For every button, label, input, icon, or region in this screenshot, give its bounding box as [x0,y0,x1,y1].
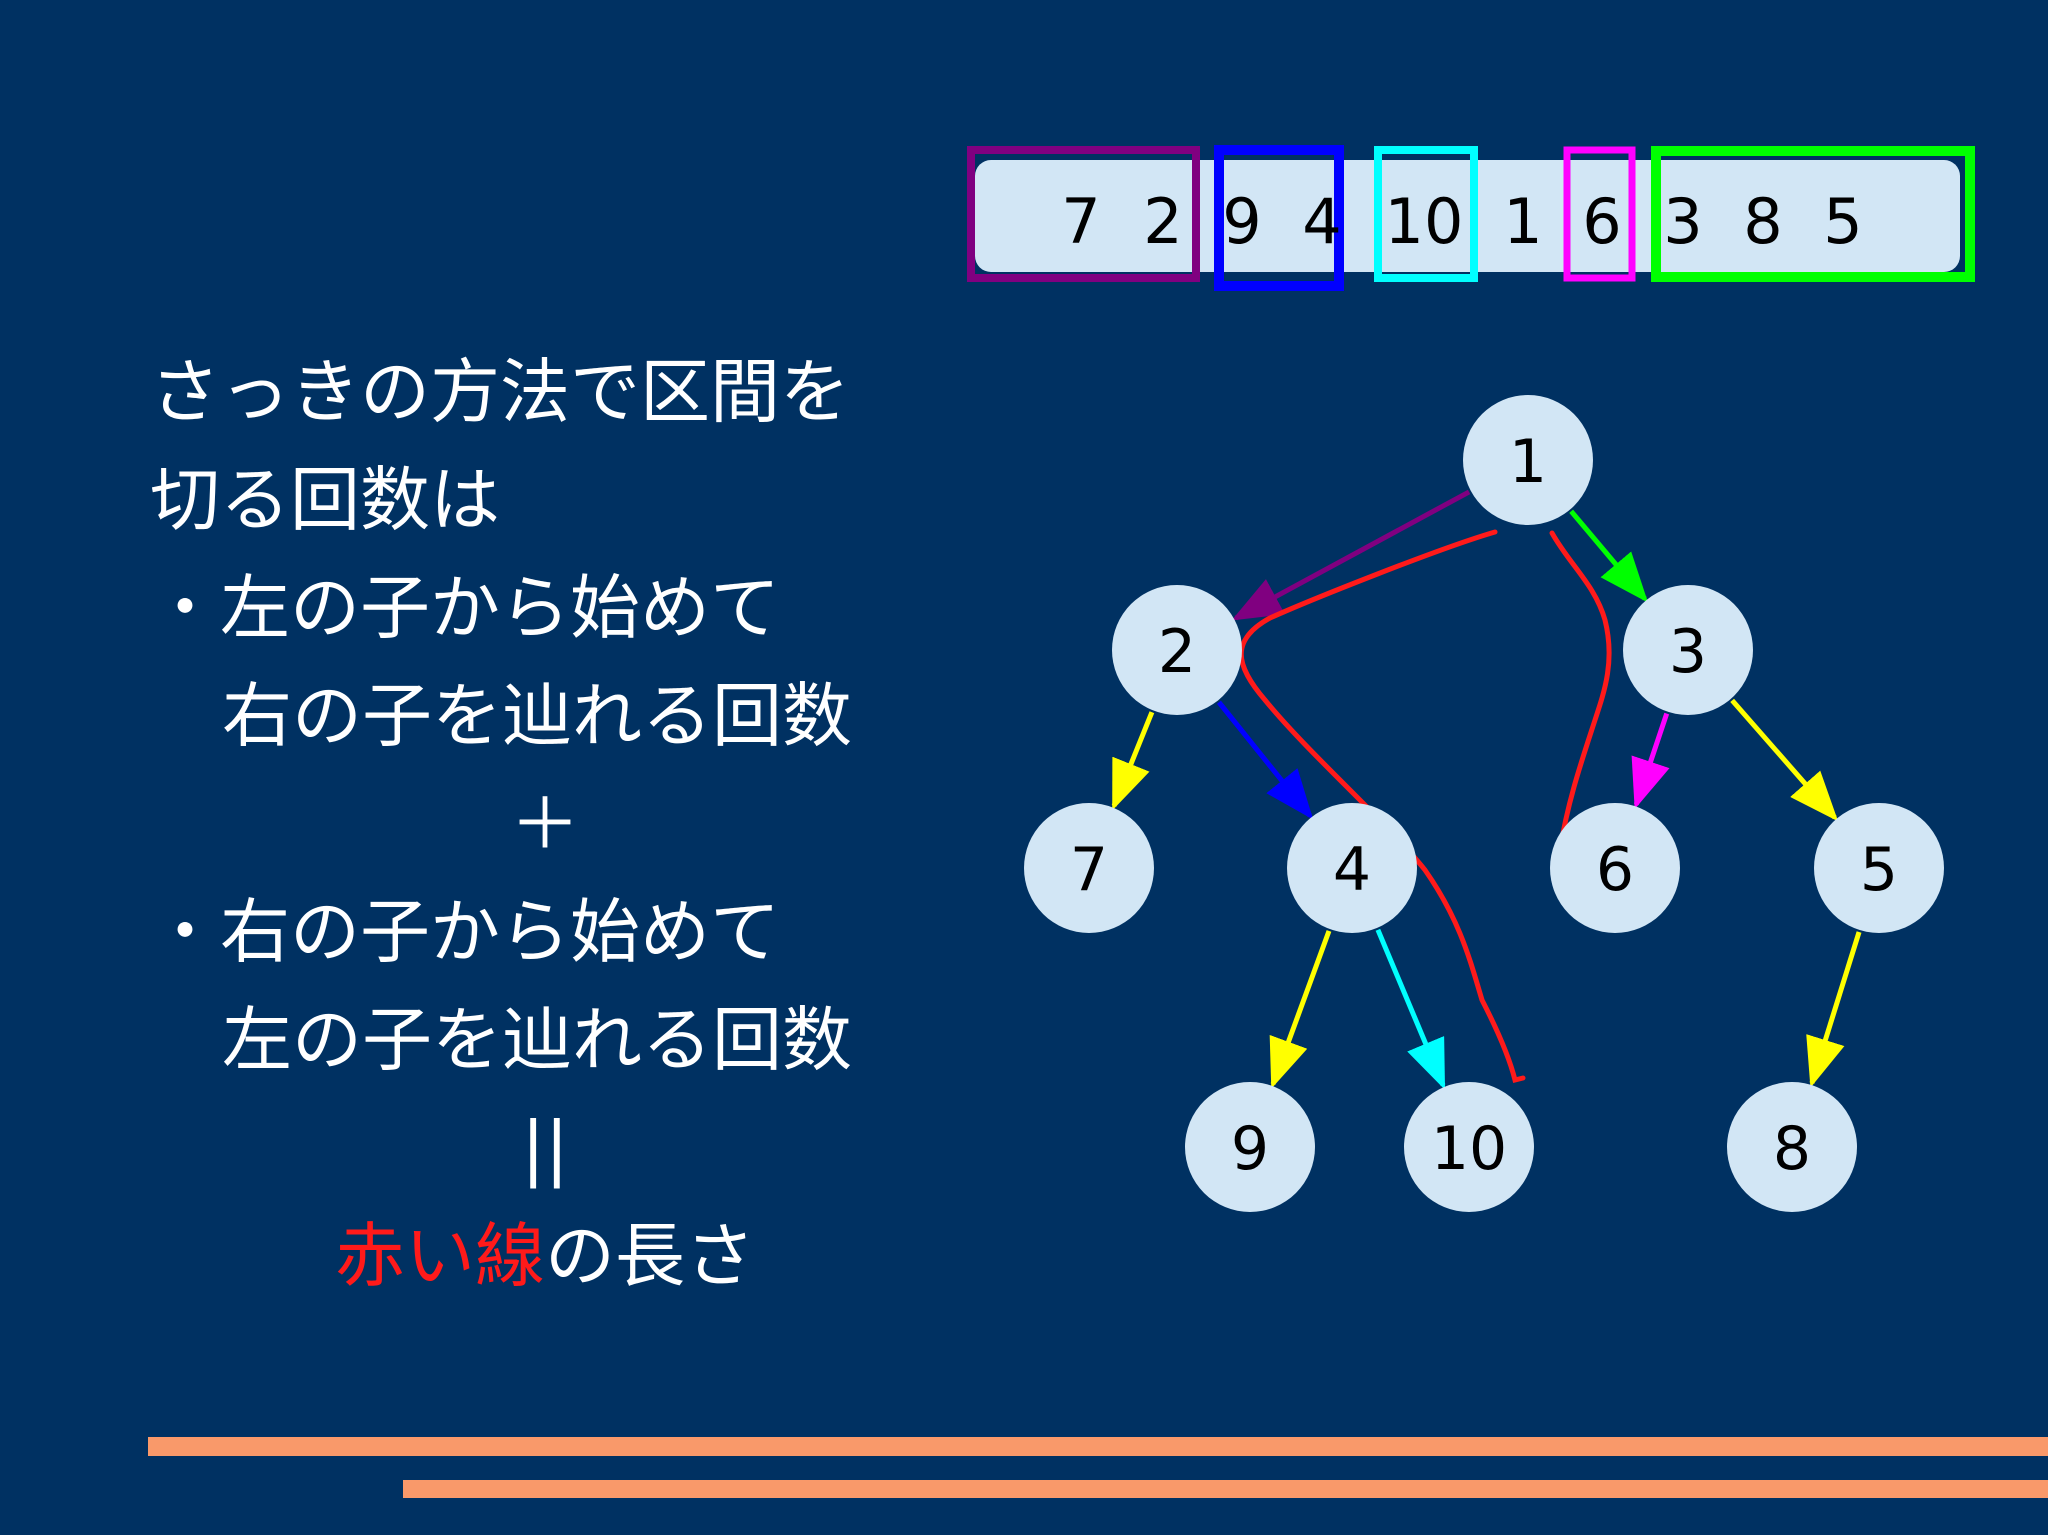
tree-edge-2-7 [1111,711,1155,811]
array-cell: 2 [1143,185,1182,258]
node-circle [1185,1082,1315,1212]
array-cell: 1 [1503,185,1542,258]
tree-edge-1-2 [1231,489,1471,621]
group-box-magenta [1563,146,1636,282]
tree-edge-4-10 [1375,928,1446,1090]
text-line: 切る回数は [150,459,500,541]
array-background [975,160,1960,272]
node-circle [1814,803,1944,933]
node-label: 3 [1669,617,1707,687]
tree-edges [1111,489,1862,1090]
array-cell: 3 [1663,185,1702,258]
footer-bar-top [148,1437,2048,1456]
tree-edge-4-9 [1269,930,1332,1089]
tree-node-8: 8 [1727,1082,1857,1212]
node-label: 2 [1158,617,1196,687]
tree-node-3: 3 [1623,585,1753,715]
bullet-left-child-cont: 右の子を辿れる回数 [222,675,852,757]
red-path-right [1549,530,1612,853]
array-cell: 7 [1061,185,1100,258]
tree-edge-3-5 [1730,698,1839,822]
tree-node-4: 4 [1287,803,1417,933]
tree-node-6: 6 [1550,803,1680,933]
tree-node-7: 7 [1024,803,1154,933]
tree-nodes: 1 2 3 7 4 6 5 9 10 8 [1024,395,1944,1212]
array-cell: 6 [1582,185,1621,258]
array-bar: 7 2 9 4 10 1 6 3 8 5 [967,145,1975,291]
bullet-right-child-cont: 左の子を辿れる回数 [222,999,852,1081]
tree-edge-1-3 [1569,509,1649,603]
node-label: 7 [1070,835,1108,905]
node-label: 4 [1333,835,1371,905]
node-circle [1463,395,1593,525]
node-circle [1287,803,1417,933]
conclusion-rest: の長さ [545,1215,755,1297]
group-box-green [1651,146,1975,282]
node-circle [1404,1082,1534,1212]
node-label: 9 [1231,1114,1269,1184]
tree-node-1: 1 [1463,395,1593,525]
tree-node-5: 5 [1814,803,1944,933]
tree-node-9: 9 [1185,1082,1315,1212]
footer-bar-bottom [403,1480,2048,1498]
node-circle [1727,1082,1857,1212]
node-circle [1024,803,1154,933]
conclusion-highlight: 赤い線 [335,1215,545,1297]
group-box-cyan [1374,146,1478,282]
array-cell: 10 [1385,185,1464,258]
group-box-blue [1214,145,1344,291]
plus-sign: ＋ [510,783,580,865]
equals-sign: || [521,1107,569,1189]
tree-node-2: 2 [1112,585,1242,715]
node-label: 10 [1431,1114,1507,1184]
bullet-right-child: ・右の子から始めて [150,891,780,973]
bullet-left-child: ・左の子から始めて [150,567,780,649]
node-label: 6 [1596,835,1634,905]
array-cell: 5 [1823,185,1862,258]
tree-edge-5-8 [1806,931,1862,1088]
text-line: さっきの方法で区間を [150,351,850,433]
node-label: 5 [1860,835,1898,905]
explanation-text: さっきの方法で区間を 切る回数は ・左の子から始めて 右の子を辿れる回数 ＋ ・… [150,338,910,1310]
array-cell: 9 [1222,185,1261,258]
node-circle [1112,585,1242,715]
tree-edge-2-4 [1216,700,1314,820]
node-label: 8 [1773,1114,1811,1184]
group-box-purple [967,146,1200,282]
tree-edge-3-6 [1631,712,1670,810]
node-label: 1 [1509,427,1547,497]
red-path-left [1238,529,1526,1084]
node-circle [1550,803,1680,933]
tree-node-10: 10 [1404,1082,1534,1212]
array-cell: 8 [1743,185,1782,258]
node-circle [1623,585,1753,715]
array-cell: 4 [1302,185,1341,258]
conclusion: 赤い線の長さ [150,1202,940,1310]
